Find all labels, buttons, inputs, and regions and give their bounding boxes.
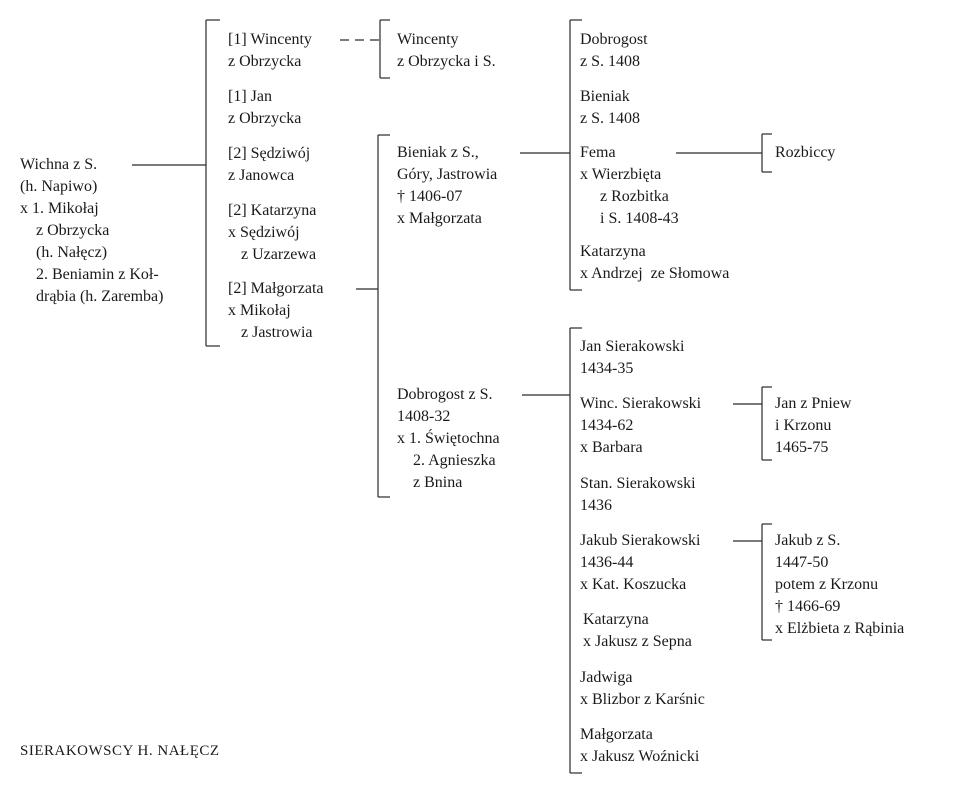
node-line: drąbia (h. Zaremba) [36,288,164,305]
node-line: 2. Beniamin z Koł- [36,266,159,283]
node-line: x Andrzej ze Słomowa [580,265,730,282]
node-line: x 1. Mikołaj [20,200,99,217]
person-dobrogost-z-s: Dobrogost z S. 1408-32 x 1. Świętochna 2… [397,384,500,494]
diagram-caption: SIERAKOWSCY H. NAŁĘCZ [20,743,220,759]
node-line: Stan. Sierakowski [580,475,696,492]
person-jan-obrzycka: [1] Jan z Obrzycka [228,86,301,130]
node-line: Dobrogost [580,31,648,48]
node-line: Jadwiga [580,669,633,686]
node-line: potem z Krzonu [775,576,879,593]
node-line: z Obrzycka [228,53,302,70]
node-line: x Wierzbięta [580,166,662,183]
person-katarzyna-slomowa: Katarzyna x Andrzej ze Słomowa [580,241,729,285]
node-line: 1408-32 [397,408,451,425]
person-wincenty-obrzycka: [1] Wincenty z Obrzycka [228,29,312,73]
node-line: 1436-44 [580,554,634,571]
node-line: z Obrzycka [228,110,302,127]
node-line: i S. 1408-43 [600,210,679,227]
node-line: z Jastrowia [241,324,313,341]
node-line: Góry, Jastrowia [397,166,498,183]
person-sedziwoj-janowca: [2] Sędziwój z Janowca [228,143,310,187]
node-line: z Uzarzewa [241,246,317,263]
node-line: Wincenty [397,31,459,48]
node-line: x Blizbor z Karśnic [580,691,705,708]
node-line: z Rozbitka [600,188,669,205]
node-line: z Bnina [413,474,463,491]
node-line: 1465-75 [775,439,829,456]
node-line: x Małgorzata [397,210,482,227]
node-line: Winc. Sierakowski [580,395,702,412]
person-katarzyna-sepna: Katarzyna x Jakusz z Sepna [583,609,692,653]
node-line: (h. Nałęcz) [36,244,108,261]
person-winc-sierakowski: Winc. Sierakowski 1434-62 x Barbara [580,393,701,459]
node-line: Małgorzata [580,726,653,743]
node-line: Dobrogost z S. [397,386,493,403]
node-line: x Kat. Koszucka [580,576,687,593]
node-line: Katarzyna [580,243,646,260]
node-line: 2. Agnieszka [413,452,496,469]
node-line: Fema [580,144,616,161]
node-line: Wichna z S. [20,156,98,173]
node-line: z S. 1408 [580,53,640,70]
person-dobrogost-1408: Dobrogost z S. 1408 [580,29,648,73]
node-line: 1434-62 [580,417,634,434]
person-jakub-sierakowski: Jakub Sierakowski 1436-44 x Kat. Koszuck… [580,530,700,596]
node-line: z Obrzycka [36,222,110,239]
node-line: Bieniak [580,88,630,105]
node-line: (h. Napiwo) [20,178,98,195]
person-bieniak-1408: Bieniak z S. 1408 [580,86,640,130]
person-jakub-z-s: Jakub z S. 1447-50 potem z Krzonu † 1466… [775,530,904,640]
node-line: z S. 1408 [580,110,640,127]
root-node: Wichna z S. (h. Napiwo) x 1. Mikołaj z O… [20,154,163,308]
node-line: † 1466-69 [775,598,841,615]
person-katarzyna-uzarzewa: [2] Katarzyna x Sędziwój z Uzarzewa [228,200,316,266]
node-line: 1447-50 [775,554,829,571]
person-malgorzata-woznicki: Małgorzata x Jakusz Woźnicki [580,724,699,768]
person-wincenty-obrzycka-i-s: Wincenty z Obrzycka i S. [397,29,496,73]
node-line: Katarzyna [583,611,649,628]
node-line: [2] Małgorzata [228,280,324,297]
node-line: Jakub Sierakowski [580,532,701,549]
node-line: [1] Jan [228,88,272,105]
node-line: z Obrzycka i S. [397,53,496,70]
node-line: Rozbiccy [775,144,836,161]
node-line: Bieniak z S., [397,144,479,161]
person-bieniak-z-s: Bieniak z S., Góry, Jastrowia † 1406-07 … [397,142,497,230]
node-line: Jan Sierakowski [580,338,685,355]
node-line: Jakub z S. [775,532,841,549]
node-line: x Elżbieta z Rąbinia [775,620,905,637]
node-line: x 1. Świętochna [397,430,500,447]
node-line: [1] Wincenty [228,31,312,48]
node-line: [2] Sędziwój [228,145,311,162]
person-jan-sierakowski: Jan Sierakowski 1434-35 [580,336,684,380]
person-jadwiga: Jadwiga x Blizbor z Karśnic [580,667,705,711]
node-line: i Krzonu [775,417,832,434]
person-malgorzata-jastrowia: [2] Małgorzata x Mikołaj z Jastrowia [228,278,324,344]
node-line: x Barbara [580,439,643,456]
node-line: z Janowca [228,167,295,184]
node-line: x Jakusz z Sepna [583,633,692,650]
node-line: 1436 [580,497,612,514]
person-jan-z-pniew: Jan z Pniew i Krzonu 1465-75 [775,393,851,459]
node-line: [2] Katarzyna [228,202,317,219]
node-line: † 1406-07 [397,188,463,205]
node-line: 1434-35 [580,360,634,377]
node-line: x Jakusz Woźnicki [580,748,700,765]
person-stan-sierakowski: Stan. Sierakowski 1436 [580,473,696,517]
node-line: Jan z Pniew [775,395,852,412]
family-rozbiccy: Rozbiccy [775,142,835,164]
node-line: x Sędziwój [228,224,300,241]
person-fema: Fema x Wierzbięta z Rozbitka i S. 1408-4… [580,142,679,230]
node-line: x Mikołaj [228,302,291,319]
